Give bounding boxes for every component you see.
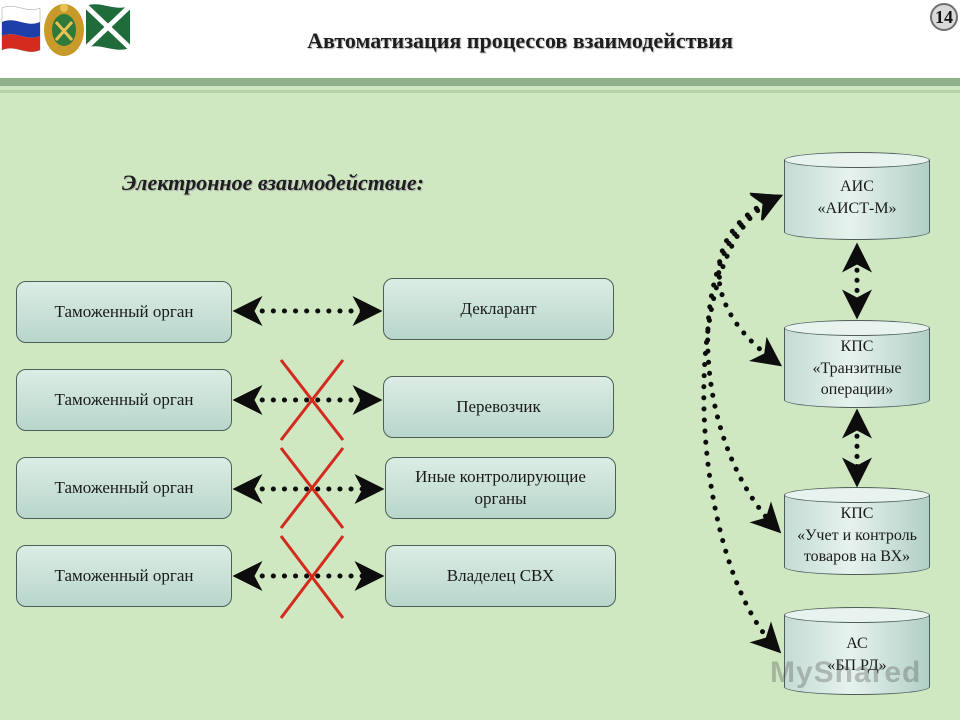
carrier-box: Перевозчик — [383, 376, 614, 438]
customs-authority-box: Таможенный орган — [16, 281, 232, 343]
system-cylinder-bp-rd: АС «БП РД» — [784, 607, 930, 697]
system-cylinder-transit: КПС «Транзитные операции» — [784, 320, 930, 410]
system-name-cont: операции» — [820, 381, 894, 399]
cylinder-body — [784, 160, 930, 240]
box-label: Таможенный орган — [54, 565, 194, 585]
system-type: КПС — [840, 505, 874, 522]
slide-number-badge: 14 — [930, 3, 958, 31]
cylinder-top — [784, 152, 930, 168]
page-title: Автоматизация процессов взаимодействия — [307, 28, 733, 53]
header-underline — [0, 90, 960, 93]
cylinder-body — [784, 328, 930, 408]
cross-mark-icon — [279, 535, 345, 619]
cylinder-label: АС «БП РД» — [784, 633, 930, 676]
system-cylinder-warehouse: КПС «Учет и контроль товаров на ВХ» — [784, 487, 930, 577]
cylinder-label: КПС «Учет и контроль товаров на ВХ» — [784, 503, 930, 568]
box-label: Перевозчик — [456, 396, 541, 416]
box-label: Таможенный орган — [54, 389, 194, 409]
system-name: «АИСТ-М» — [817, 199, 897, 217]
cylinder-label: КПС «Транзитные операции» — [784, 336, 930, 401]
cross-mark-icon — [279, 359, 345, 441]
watermark: MyShared — [770, 656, 922, 689]
cylinder-label: АИС «АИСТ-М» — [784, 176, 930, 219]
box-label: Таможенный орган — [54, 301, 194, 321]
box-label: Иные контролирующие органы — [415, 466, 586, 508]
cylinder-top — [784, 607, 930, 623]
system-name: «БП РД» — [827, 656, 887, 674]
box-label: Владелец СВХ — [446, 565, 555, 585]
box-label: Декларант — [460, 298, 537, 318]
cross-mark-icon — [279, 447, 345, 529]
header — [0, 0, 960, 78]
link-arrow-aist-to-transit — [716, 192, 783, 367]
cylinder-top — [784, 487, 930, 503]
customs-authority-box: Таможенный орган — [16, 545, 232, 607]
cylinder-body — [784, 495, 930, 575]
system-type: АИС — [840, 178, 874, 195]
customs-authority-box: Таможенный орган — [16, 369, 232, 431]
box-label: Таможенный орган — [54, 477, 194, 497]
system-name-cont: товаров на ВХ» — [803, 548, 911, 566]
customs-authority-box: Таможенный орган — [16, 457, 232, 519]
link-arrow-aist-to-warehouse — [705, 193, 783, 534]
system-name: «Учет и контроль — [797, 526, 917, 544]
system-name: «Транзитные — [812, 359, 902, 377]
declarant-box: Декларант — [383, 278, 614, 340]
link-arrow-aist-to-bp-rd — [701, 194, 783, 654]
system-cylinder-aist-m: АИС «АИСТ-М» — [784, 152, 930, 242]
section-subtitle: Электронное взаимодействие: — [122, 170, 424, 195]
cylinder-top — [784, 320, 930, 336]
cylinder-body — [784, 615, 930, 695]
system-type: АС — [846, 635, 868, 652]
header-divider — [0, 78, 960, 86]
system-type: КПС — [840, 338, 874, 355]
other-control-bodies-box: Иные контролирующие органы — [385, 457, 616, 519]
russian-flag-customs-emblem-icon — [1, 4, 132, 56]
warehouse-owner-box: Владелец СВХ — [385, 545, 616, 607]
